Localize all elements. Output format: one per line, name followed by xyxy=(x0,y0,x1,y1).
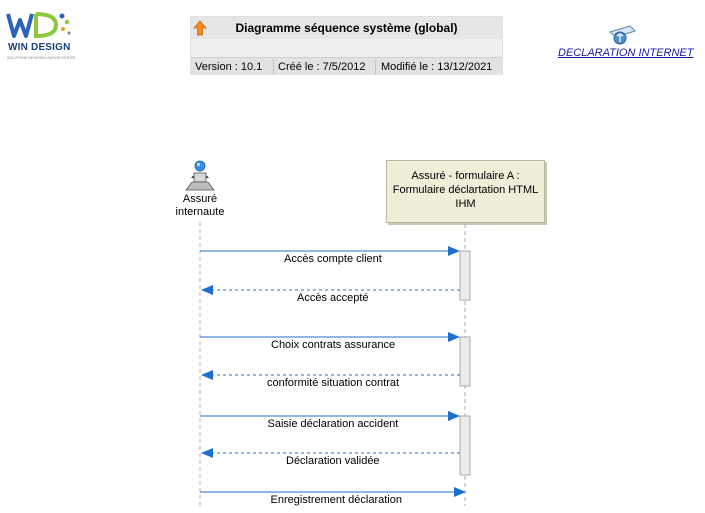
meta-divider xyxy=(273,59,274,74)
actor-label-line1: Assuré xyxy=(182,193,218,205)
header-title-row: Diagramme séquence système (global) xyxy=(191,17,502,39)
message-label: Accès compte client xyxy=(284,253,382,265)
activation-bar xyxy=(459,336,471,387)
arrowhead-icon xyxy=(201,448,213,458)
diagram-header: Diagramme séquence système (global) Vers… xyxy=(190,16,503,75)
user-computer-icon xyxy=(185,160,215,191)
meta-divider xyxy=(375,59,376,74)
logo-tagline: SOLUTIONS DE MODELISATION D'ENTREPRISE xyxy=(7,56,75,60)
actor-label-line2: internaute xyxy=(175,206,225,218)
object-label-line3: IHM xyxy=(455,198,476,210)
object-label-line2: Formulaire déclartation HTML xyxy=(392,184,539,196)
object-box-formulaire[interactable]: Assuré - formulaire A : Formulaire décla… xyxy=(386,160,545,223)
arrowhead-icon xyxy=(201,370,213,380)
logo-brand: WIN DESIGN xyxy=(8,42,71,53)
version-text: Version : 10.1 xyxy=(195,61,263,73)
actor-label: Assuré internaute xyxy=(160,193,240,219)
activation-bar xyxy=(459,415,471,476)
object-label-line1: Assuré - formulaire A : xyxy=(411,170,520,182)
message-label: Accès accepté xyxy=(297,292,369,304)
arrowhead-icon xyxy=(448,332,460,342)
message-label: Saisie déclaration accident xyxy=(267,418,399,430)
globe-network-icon[interactable] xyxy=(604,22,638,46)
modified-date-text: Modifié le : 13/12/2021 xyxy=(381,61,493,73)
arrowhead-icon xyxy=(454,487,466,497)
object-label: Assuré - formulaire A : Formulaire décla… xyxy=(387,169,544,211)
arrowhead-icon xyxy=(201,285,213,295)
message-label: conformité situation contrat xyxy=(267,377,400,389)
arrowhead-icon xyxy=(448,246,460,256)
message-label: Déclaration validée xyxy=(286,455,380,467)
message-label: Enregistrement déclaration xyxy=(270,494,402,506)
message-label: Choix contrats assurance xyxy=(271,339,396,351)
created-date-text: Créé le : 7/5/2012 xyxy=(278,61,366,73)
header-meta-row: Version : 10.1 Créé le : 7/5/2012 Modifi… xyxy=(191,57,502,75)
arrow-up-icon[interactable] xyxy=(193,20,207,36)
page-title: Diagramme séquence système (global) xyxy=(235,21,458,35)
declaration-internet-link[interactable]: DECLARATION INTERNET xyxy=(558,47,694,59)
activation-bar xyxy=(459,250,471,301)
arrowhead-icon xyxy=(448,411,460,421)
windesign-logo-mark xyxy=(6,12,71,39)
windesign-logo: WIN DESIGN SOLUTIONS DE MODELISATION D'E… xyxy=(4,8,76,68)
